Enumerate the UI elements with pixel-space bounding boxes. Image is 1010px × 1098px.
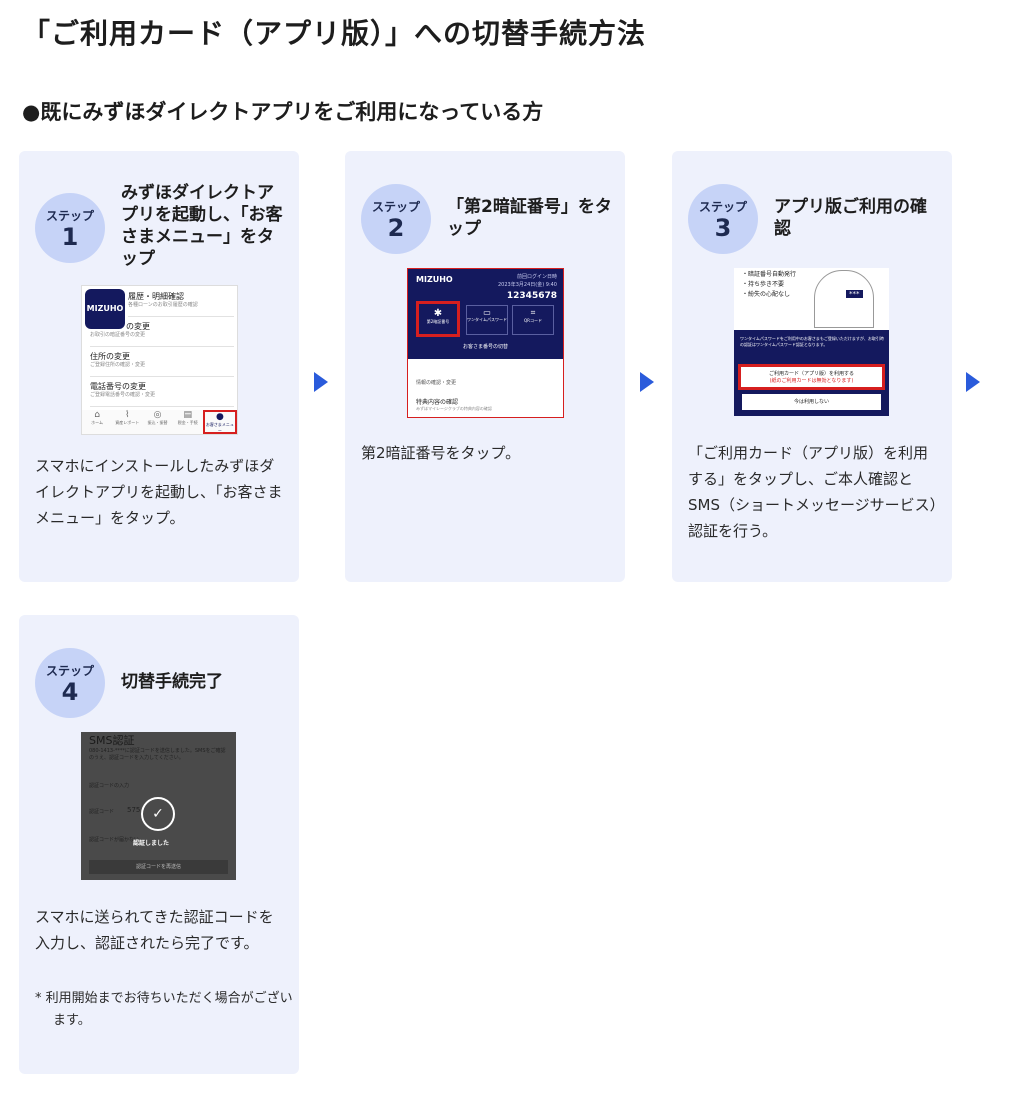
use-app-card-button[interactable]: ご利用カード（アプリ版）を利用する (紙のご利用カードは無効となります) [738, 364, 885, 390]
step-description: 第2暗証番号をタップ。 [361, 444, 521, 462]
step-card-4: ステップ 4 切替手続完了 SMS認証 080-1413-****に認証コードを… [19, 615, 299, 1074]
app-screenshot: ・暗証番号自動発行 ・持ち歩き不要 ・紛失の心配なし *** ワンタイムパスワー… [734, 268, 889, 416]
step-description: 「ご利用カード（アプリ版）を利用する」をタップし、ご本人確認とSMS（ショートメ… [688, 444, 938, 540]
mizuho-logo: MIZUHO [416, 275, 453, 284]
benefit-item[interactable]: 特典内容の確認 みずほマイレージクラブの特典内容の確認 [416, 399, 492, 411]
code-label: 認証コード [89, 809, 115, 815]
menu-row[interactable]: 住所の変更 ご登録住所の確認・変更 [90, 352, 234, 377]
pin-bubble: *** [846, 290, 863, 298]
next-arrow-icon [640, 372, 654, 392]
step-label: ステップ [45, 209, 94, 223]
app-header: MIZUHO 前回ログイン日時 2023年3月24日(金) 9:40 12345… [408, 269, 563, 359]
step-number: 3 [714, 214, 732, 242]
step-label: ステップ [371, 200, 420, 214]
qr-code-button[interactable]: ⌗ QRコード [512, 305, 554, 335]
step-card-2: ステップ 2 「第2暗証番号」をタップ MIZUHO 前回ログイン日時 2023… [345, 151, 625, 582]
tab-tax[interactable]: ▤税金・手続 [177, 410, 198, 425]
menu-row[interactable]: 履歴・明細確認 各種ローンのお取引履歴の確認 [128, 292, 234, 317]
step-title: みずほダイレクトアプリを起動し、「お客さまメニュー」をタップ [121, 183, 283, 269]
customer-number: 12345678 [506, 291, 557, 301]
app-screenshot: MIZUHO 履歴・明細確認 各種ローンのお取引履歴の確認 の変更 お取引の暗証… [81, 285, 238, 435]
step-number: 2 [387, 214, 405, 242]
tab-report[interactable]: ⌇資産レポート [115, 410, 140, 425]
app-screenshot: SMS認証 080-1413-****に認証コードを送信しました。SMSをご確認… [81, 732, 236, 880]
step-description: スマホにインストールしたみずほダイレクトアプリを起動し、「お客さまメニュー」をタ… [35, 457, 283, 527]
step-badge: ステップ 3 [688, 184, 758, 254]
menu-row[interactable]: の変更 お取引の暗証番号の変更 [90, 322, 234, 347]
notice-text: ワンタイムパスワードをご利用中のお客さまもご登録いただけますが、お取引時の認証は… [740, 336, 884, 347]
last-login-time: 2023年3月24日(金) 9:40 [498, 282, 557, 288]
illustration-panel: ・暗証番号自動発行 ・持ち歩き不要 ・紛失の心配なし *** [734, 268, 889, 330]
step-label: ステップ [45, 664, 94, 678]
page-title: 「ご利用カード（アプリ版）」への切替手続方法 [22, 17, 647, 50]
switch-customer-number[interactable]: お客さま番号の切替 [462, 344, 508, 350]
asterisk-icon: ✱ [433, 308, 443, 319]
step-number: 4 [61, 678, 79, 706]
last-login-label: 前回ログイン日時 [516, 274, 557, 280]
step-badge: ステップ 1 [35, 193, 105, 263]
step-badge: ステップ 2 [361, 184, 431, 254]
next-arrow-icon [314, 372, 328, 392]
step-title: 切替手続完了 [121, 672, 223, 692]
step-badge: ステップ 4 [35, 648, 105, 718]
keypad-icon: ▭ [483, 308, 491, 317]
step-number: 1 [61, 223, 79, 251]
qr-icon: ⌗ [530, 308, 536, 317]
mizuho-logo: MIZUHO [85, 289, 125, 329]
tab-bar: ⌂ホーム ⌇資産レポート ◎振込・振替 ▤税金・手続 ●お客さまメニュー [82, 410, 237, 434]
section-heading: ●既にみずほダイレクトアプリをご利用になっている方 [22, 100, 544, 124]
resend-button[interactable]: 認証コードを再送信 [89, 860, 228, 874]
section-label: 情報の確認・変更 [416, 380, 457, 386]
one-time-password-button[interactable]: ▭ ワンタイムパスワード [466, 305, 508, 335]
sms-heading: SMS認証 [89, 734, 135, 747]
check-icon: ✓ [141, 797, 175, 831]
code-value[interactable]: 575 [127, 806, 141, 814]
retry-link[interactable]: 認証コードが届かない [89, 837, 140, 843]
next-arrow-icon [966, 372, 980, 392]
step-card-3: ステップ 3 アプリ版ご利用の確認 ・暗証番号自動発行 ・持ち歩き不要 ・紛失の… [672, 151, 952, 582]
verified-label: 認証しました [133, 840, 170, 847]
app-screenshot: MIZUHO 前回ログイン日時 2023年3月24日(金) 9:40 12345… [407, 268, 564, 418]
menu-row[interactable]: 電話番号の変更 ご登録電話番号の確認・変更 [90, 382, 234, 407]
not-now-button[interactable]: 今は利用しない [742, 394, 881, 410]
tab-home[interactable]: ⌂ホーム [91, 410, 104, 425]
person-illustration [814, 270, 874, 328]
field-label: 認証コードの入力 [89, 783, 130, 789]
step-description: スマホに送られてきた認証コードを入力し、認証されたら完了です。 [35, 908, 274, 952]
step-label: ステップ [698, 200, 747, 214]
tab-transfer[interactable]: ◎振込・振替 [147, 410, 168, 425]
step-title: 「第2暗証番号」をタップ [447, 197, 612, 239]
step-title: アプリ版ご利用の確認 [774, 197, 927, 239]
tab-customer-menu[interactable]: ●お客さまメニュー [202, 410, 237, 434]
second-pin-button[interactable]: ✱ 第2暗証番号 [416, 301, 460, 337]
step-note: * 利用開始までお待ちいただく場合がございます。 [35, 991, 293, 1028]
user-icon: ● [215, 412, 224, 422]
sms-text: 080-1413-****に認証コードを送信しました。SMSをご確認のうえ、認証… [89, 748, 226, 761]
step-card-1: ステップ 1 みずほダイレクトアプリを起動し、「お客さまメニュー」をタップ MI… [19, 151, 299, 582]
